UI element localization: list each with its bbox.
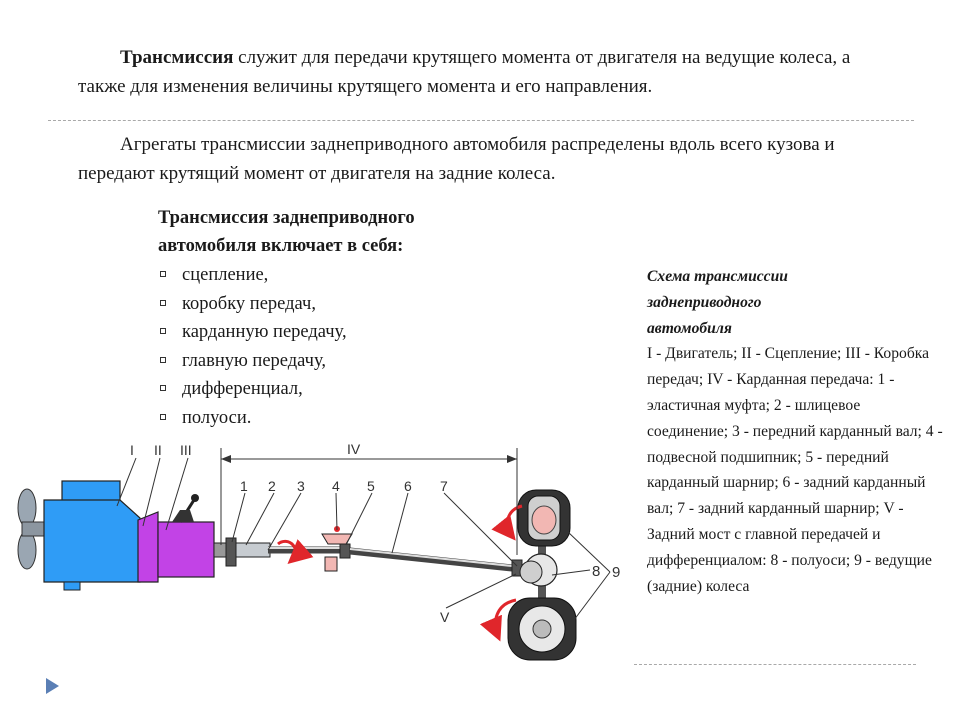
label-n7: 7 (440, 478, 448, 494)
list-heading: Трансмиссия заднеприводного автомобиля вк… (158, 204, 415, 260)
square-bullet-icon (160, 328, 166, 334)
caption-body: I - Двигатель; II - Сцепление; III - Кор… (647, 345, 943, 595)
label-rear-axle: V (440, 609, 450, 625)
elastic-coupling (213, 537, 271, 567)
square-bullet-icon (160, 299, 166, 306)
label-n2: 2 (268, 478, 276, 494)
list-item: дифференциал, (158, 375, 347, 404)
top-divider (48, 120, 914, 121)
layout-paragraph-text: Агрегаты трансмиссии заднеприводного авт… (78, 134, 835, 184)
label-gearbox: III (180, 442, 192, 458)
square-bullet-icon (160, 356, 166, 363)
label-driveline: IV (347, 441, 361, 457)
square-bullet-icon (160, 385, 166, 391)
list-item: карданную передачу, (158, 318, 347, 347)
rear-propshaft (349, 547, 513, 572)
label-n4: 4 (332, 478, 340, 494)
engine-block (43, 480, 141, 591)
intro-paragraph-text: служит для передачи крутящего момента от… (78, 47, 851, 97)
rear-wheel-top (517, 489, 571, 547)
list-heading-line2: автомобиля включает в себя: (158, 236, 404, 256)
bottom-divider (634, 664, 916, 665)
label-n6: 6 (404, 478, 412, 494)
label-n8: 8 (592, 563, 600, 580)
wheel-rotation-arrow-icon (491, 504, 523, 541)
engine-fan-icon (17, 488, 45, 570)
hanger-bearing (321, 526, 353, 572)
triangle-right-icon[interactable] (44, 677, 60, 695)
torque-arrow-icon (277, 539, 314, 564)
layout-paragraph: Агрегаты трансмиссии заднеприводного авт… (78, 131, 898, 188)
rear-wheel-bottom (507, 597, 577, 661)
list-item: коробку передач, (158, 290, 347, 319)
list-item: полуоси. (158, 404, 347, 433)
list-heading-line1: Трансмиссия заднеприводного (158, 208, 415, 228)
label-n9: 9 (612, 564, 620, 581)
label-n3: 3 (297, 478, 305, 494)
label-engine: I (130, 442, 134, 458)
label-n1: 1 (240, 478, 248, 494)
leader-lines (116, 457, 611, 621)
square-bullet-icon (160, 413, 166, 420)
component-list: сцепление, коробку передач, карданную пе… (158, 261, 347, 432)
label-clutch: II (154, 442, 162, 458)
intro-paragraph: Трансмиссия служит для передачи крутящег… (78, 44, 898, 101)
list-item: главную передачу, (158, 347, 347, 376)
gearbox-body (137, 494, 215, 583)
driveline-dimension (220, 448, 518, 555)
term-transmission: Трансмиссия (120, 47, 234, 68)
list-item: сцепление, (158, 261, 347, 290)
front-joint (339, 543, 351, 559)
wheel-rotation-arrow-icon (479, 598, 517, 642)
label-n5: 5 (367, 478, 375, 494)
square-bullet-icon (160, 271, 166, 277)
